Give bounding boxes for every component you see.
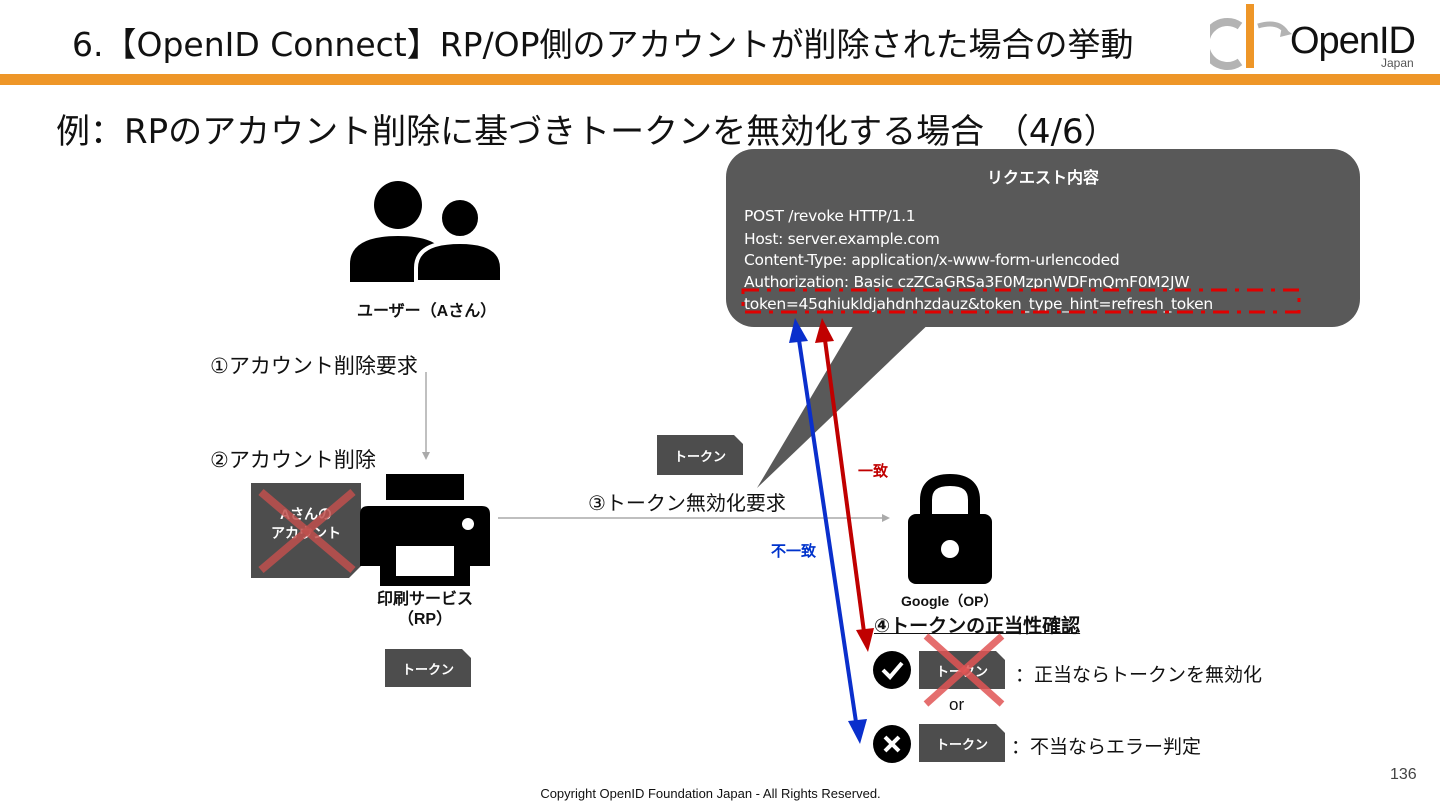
rp-label: 印刷サービス （RP）	[372, 590, 478, 630]
lock-icon	[908, 474, 992, 584]
step1-label: ①アカウント削除要求	[210, 355, 418, 378]
mismatch-arrow	[797, 339, 858, 723]
rp-label-line2: （RP）	[397, 611, 453, 628]
request-bubble: リクエスト内容 POST /revoke HTTP/1.1 Host: serv…	[726, 149, 1360, 327]
printer-icon	[360, 474, 490, 586]
invalid-result-text: ：不当ならエラー判定	[1011, 737, 1202, 758]
request-line-token: token=45ghiukldjahdnhzdauz&token_type_hi…	[744, 295, 1213, 313]
step2-label: ②アカウント削除	[210, 449, 376, 472]
request-token: トークン	[657, 435, 743, 475]
error-icon	[873, 725, 911, 763]
copyright: Copyright OpenID Foundation Japan - All …	[540, 786, 881, 801]
delete-cross-icon	[258, 488, 356, 574]
logo-text: OpenID	[1290, 20, 1416, 62]
request-line: POST /revoke HTTP/1.1	[744, 207, 916, 225]
page-number: 136	[1390, 766, 1417, 783]
request-line: Host: server.example.com	[744, 230, 940, 248]
request-line: Authorization: Basic czZCaGRSa3F0MzpnWDF…	[744, 273, 1190, 291]
invalid-token: トークン	[919, 724, 1005, 762]
users-icon	[350, 181, 502, 284]
rp-label-line1: 印刷サービス	[376, 591, 473, 608]
rp-token: トークン	[385, 649, 471, 687]
check-icon	[873, 651, 911, 689]
header-divider	[0, 74, 1440, 85]
step3-label: ③トークン無効化要求	[588, 493, 786, 515]
page-title: 6.【OpenID Connect】RP/OP側のアカウントが削除された場合の挙…	[72, 25, 1134, 64]
mismatch-label: 不一致	[771, 543, 817, 560]
user-label: ユーザー（Aさん）	[357, 303, 497, 320]
step4-label: ④トークンの正当性確認	[874, 616, 1081, 637]
openid-logo	[1210, 4, 1292, 70]
slide-subtitle: 例：RPのアカウント削除に基づきトークンを無効化する場合 （4/6）	[56, 112, 1118, 152]
op-label: Google（OP）	[901, 593, 998, 609]
match-label: 一致	[858, 463, 889, 480]
valid-result-text: ：正当ならトークンを無効化	[1015, 665, 1263, 686]
request-line: Content-Type: application/x-www-form-url…	[744, 251, 1120, 269]
invalidate-cross-icon	[923, 633, 1005, 707]
logo-subtext: Japan	[1381, 56, 1414, 70]
match-arrow	[823, 339, 866, 633]
or-text: or	[949, 695, 965, 714]
request-title: リクエスト内容	[986, 170, 1099, 187]
